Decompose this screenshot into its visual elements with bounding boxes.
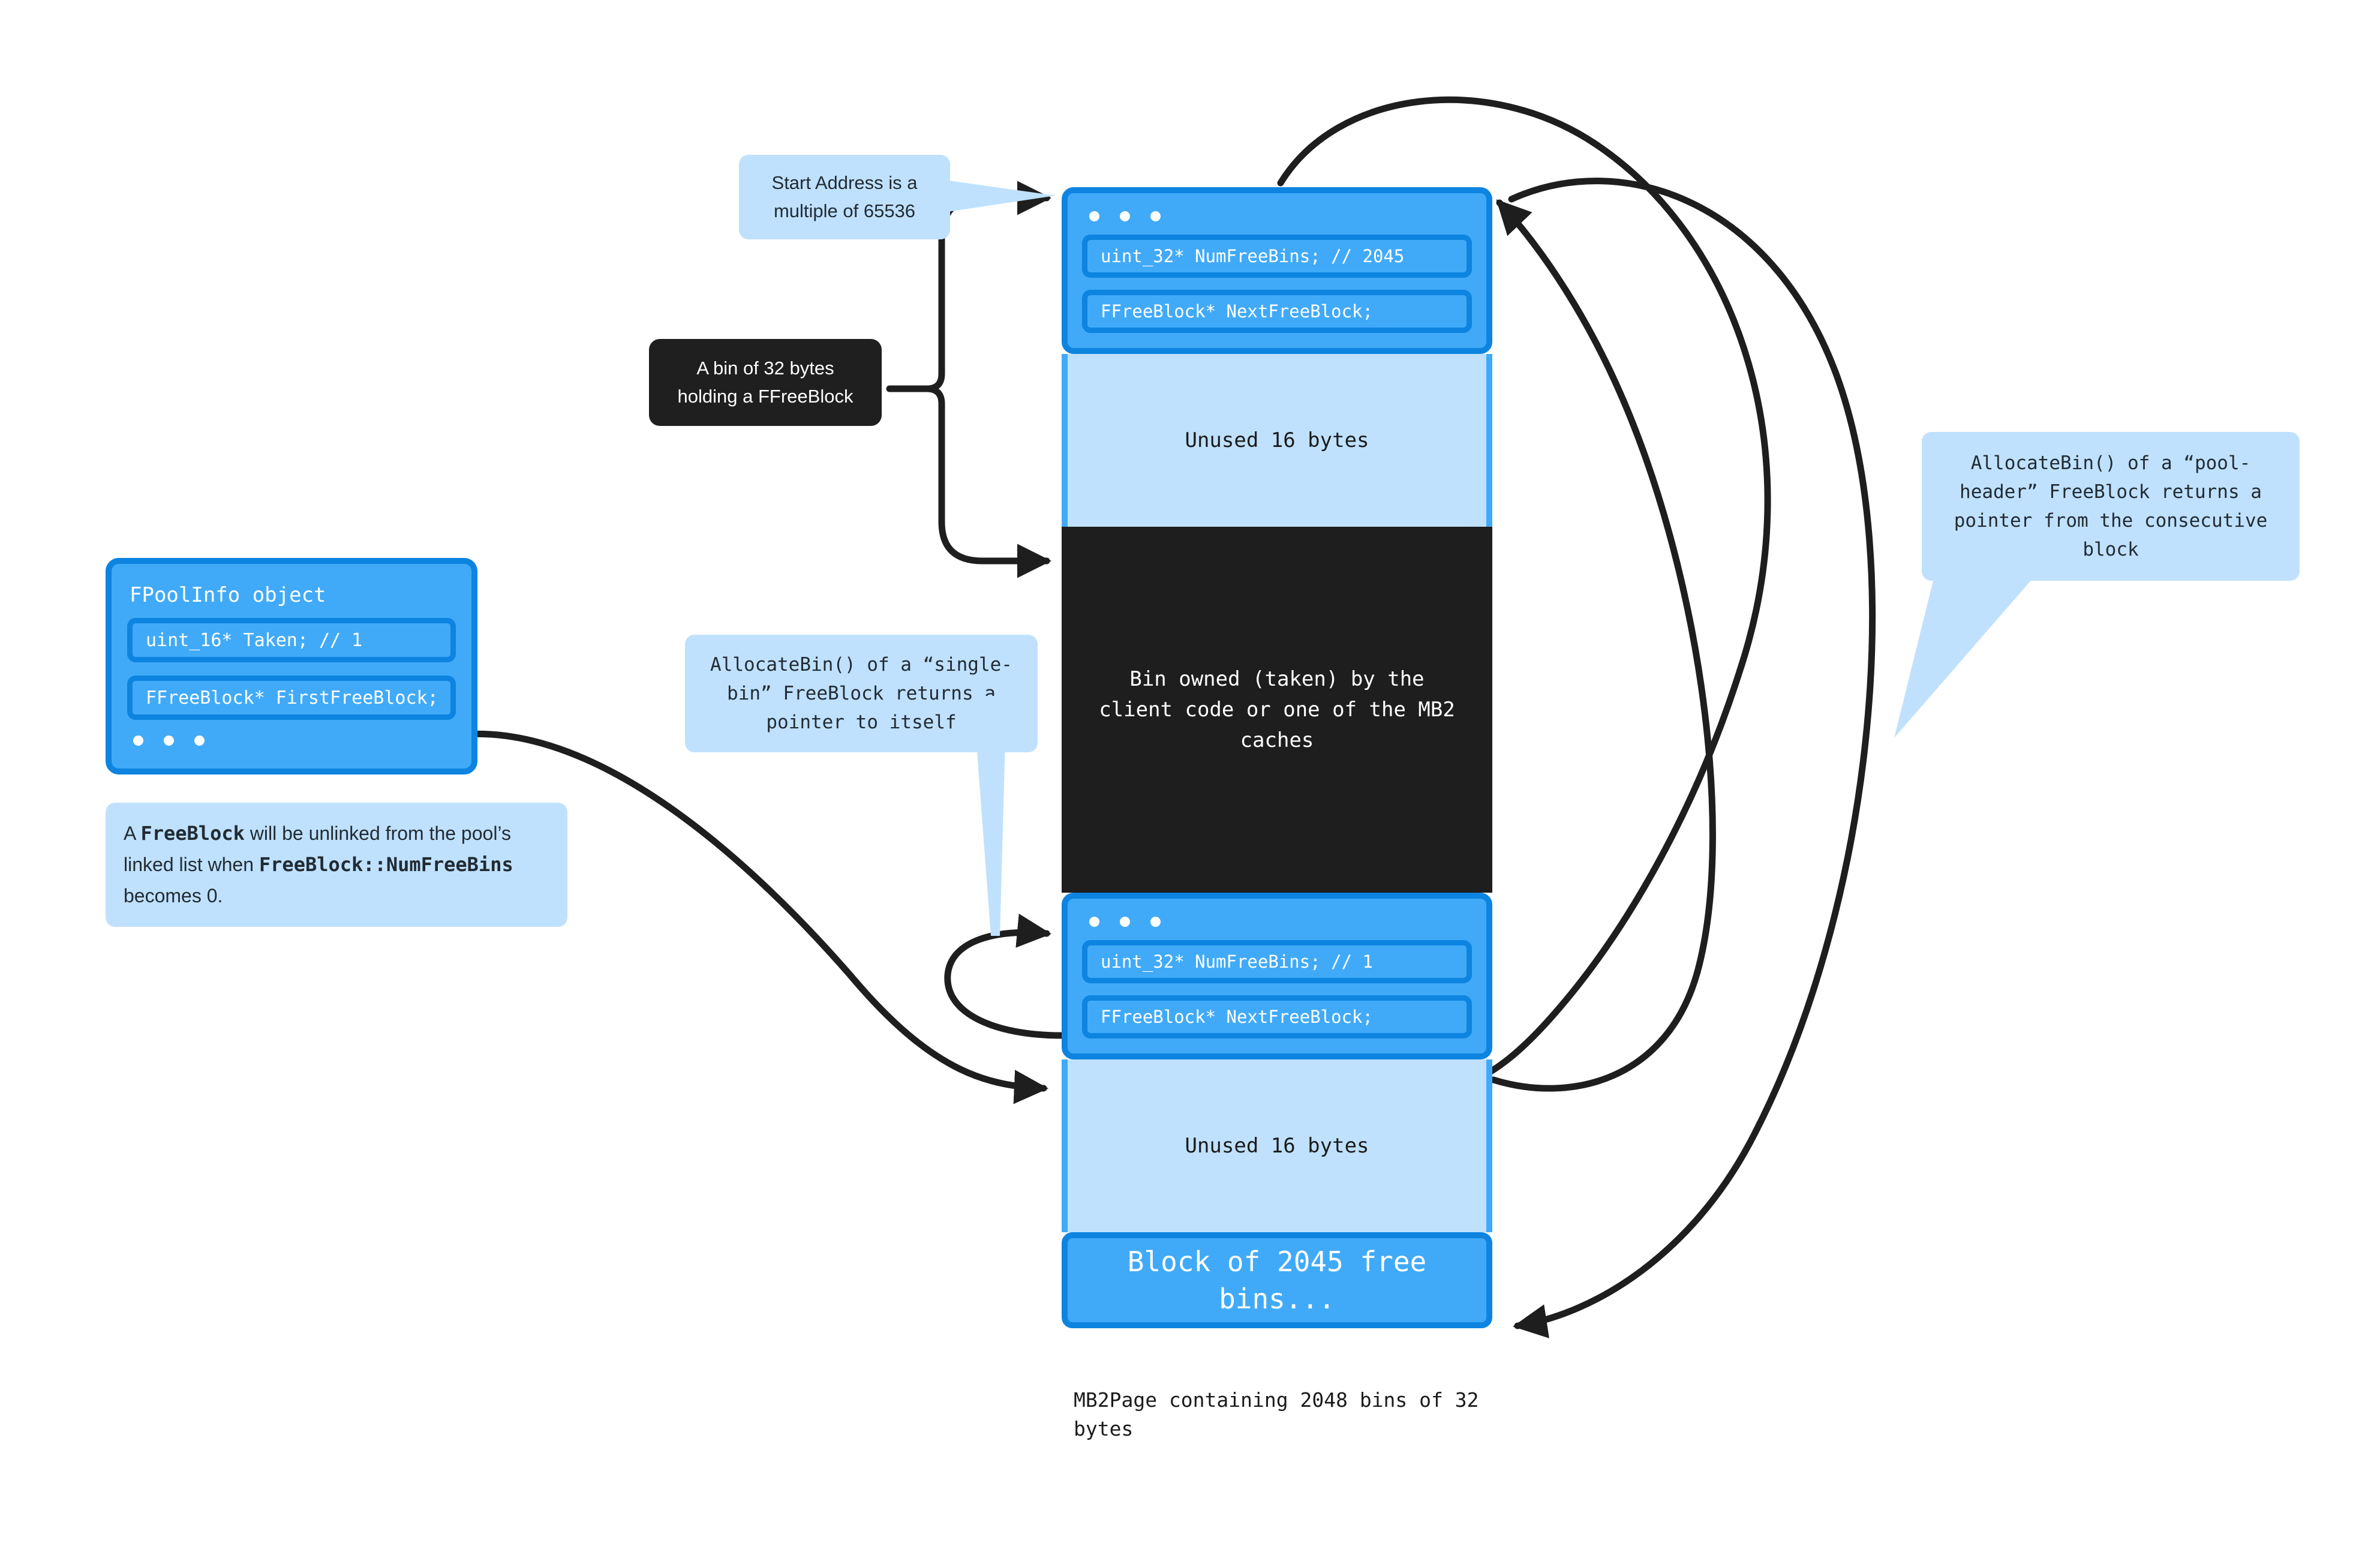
- unused-16-bytes-bottom-text: Unused 16 bytes: [1185, 1134, 1369, 1158]
- callout-unlink-note: A FreeBlock will be unlinked from the po…: [106, 803, 567, 927]
- callout-unlink-note-d: FreeBlock::NumFreeBins: [259, 852, 513, 876]
- taken-bin-block: Bin owned (taken) by the client code or …: [1062, 527, 1492, 893]
- freeblock-bottom-numfreebins-text: uint_32* NumFreeBins; // 1: [1101, 951, 1373, 972]
- mb2page-caption-text: MB2Page containing 2048 bins of 32 bytes: [1074, 1388, 1479, 1440]
- unused-16-bytes-top: Unused 16 bytes: [1062, 354, 1492, 527]
- freeblock-top-ellipsis-icon: [1089, 211, 1472, 221]
- mb2page-column: uint_32* NumFreeBins; // 2045 FFreeBlock…: [1062, 187, 1492, 1328]
- unused-16-bytes-top-text: Unused 16 bytes: [1185, 428, 1369, 452]
- freeblock-bottom-nextfreeblock-text: FFreeBlock* NextFreeBlock;: [1101, 1007, 1373, 1027]
- callout-unlink-note-b: FreeBlock: [140, 822, 245, 845]
- callout-pool-header: AllocateBin() of a “pool-header” FreeBlo…: [1922, 432, 2300, 581]
- freeblock-top-nextfreeblock-text: FFreeBlock* NextFreeBlock;: [1101, 301, 1373, 322]
- unused-16-bytes-bottom: Unused 16 bytes: [1062, 1059, 1492, 1232]
- fpoolinfo-title: FPoolInfo object: [130, 583, 326, 607]
- callout-pool-header-tail: [1894, 564, 2045, 738]
- callout-unlink-note-c: will be unlinked from the pool’s linked …: [124, 822, 511, 875]
- callout-single-bin-text: AllocateBin() of a “single-bin” FreeBloc…: [710, 654, 1012, 734]
- freeblock-bottom-ellipsis-icon: [1089, 917, 1472, 927]
- freeblock-top-header: uint_32* NumFreeBins; // 2045 FFreeBlock…: [1062, 187, 1492, 354]
- freeblock-top-numfreebins: uint_32* NumFreeBins; // 2045: [1082, 235, 1472, 278]
- mb2page-caption: MB2Page containing 2048 bins of 32 bytes: [1074, 1386, 1488, 1443]
- callout-unlink-note-a: A: [124, 822, 141, 844]
- fpoolinfo-field-firstfreeblock-text: FFreeBlock* FirstFreeBlock;: [146, 687, 438, 709]
- arrow-pool-header-to-freebins: [1508, 178, 1876, 1338]
- arrow-self-loop: [944, 913, 1065, 1039]
- arrow-firstfreeblock: [462, 730, 1049, 1104]
- freeblock-top-nextfreeblock: FFreeBlock* NextFreeBlock;: [1082, 290, 1472, 333]
- callout-bin-32-bytes: A bin of 32 bytes holding a FFreeBlock: [649, 339, 882, 426]
- callout-single-bin-tail: [973, 696, 1006, 936]
- arrow-top-arch: [1277, 96, 1771, 1083]
- freeblock-bottom-header: uint_32* NumFreeBins; // 1 FFreeBlock* N…: [1062, 893, 1492, 1059]
- fpoolinfo-field-firstfreeblock: FFreeBlock* FirstFreeBlock;: [127, 676, 456, 720]
- callout-pool-header-text: AllocateBin() of a “pool-header” FreeBlo…: [1954, 452, 2268, 561]
- free-bins-block: Block of 2045 free bins...: [1062, 1232, 1492, 1328]
- arrow-nextfreeblock-bottom-to-top: [1490, 199, 1716, 1092]
- freeblock-top-numfreebins-text: uint_32* NumFreeBins; // 2045: [1101, 246, 1405, 266]
- fpoolinfo-ellipsis-icon: [133, 736, 456, 746]
- callout-bin-32-bytes-text: A bin of 32 bytes holding a FFreeBlock: [677, 358, 854, 407]
- freeblock-bottom-numfreebins: uint_32* NumFreeBins; // 1: [1082, 940, 1472, 983]
- fpoolinfo-field-taken: uint_16* Taken; // 1: [127, 618, 456, 662]
- callout-start-address: Start Address is a multiple of 65536: [739, 155, 950, 239]
- free-bins-block-text: Block of 2045 free bins...: [1127, 1245, 1427, 1315]
- callout-start-address-tail: [936, 179, 1056, 214]
- callout-unlink-note-e: becomes 0.: [124, 884, 223, 906]
- fpoolinfo-field-taken-text: uint_16* Taken; // 1: [146, 629, 363, 651]
- callout-start-address-text: Start Address is a multiple of 65536: [771, 172, 918, 221]
- arrow-bin32-lower: [923, 385, 1052, 578]
- fpoolinfo-card: FPoolInfo object uint_16* Taken; // 1 FF…: [106, 558, 477, 775]
- freeblock-bottom-nextfreeblock: FFreeBlock* NextFreeBlock;: [1082, 995, 1472, 1038]
- taken-bin-block-text: Bin owned (taken) by the client code or …: [1099, 667, 1455, 752]
